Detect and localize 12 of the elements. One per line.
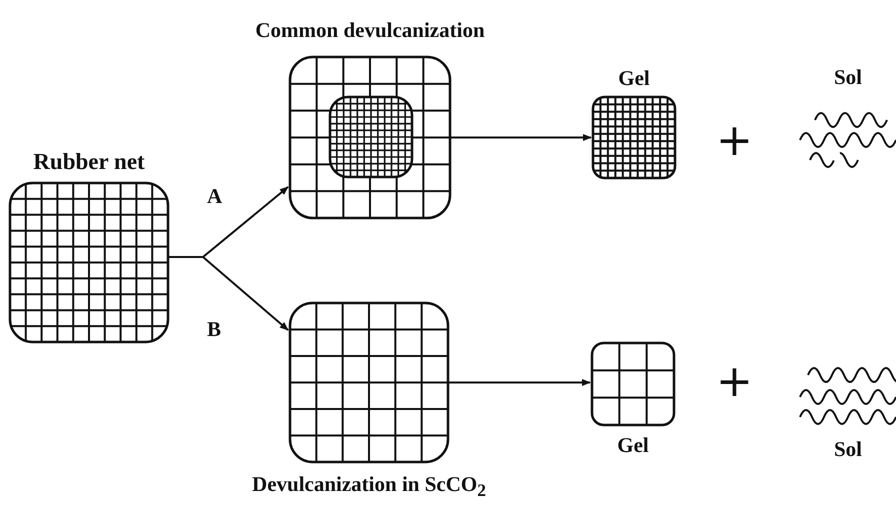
node-heading: Gel <box>617 433 649 458</box>
plus-sign: + <box>716 119 753 163</box>
arrow <box>448 378 591 386</box>
node-heading: Common devulcanization <box>255 18 485 43</box>
plus-sign: + <box>716 360 753 404</box>
node-heading: Gel <box>618 66 650 91</box>
arrow <box>450 134 592 142</box>
node-heading: Rubber net <box>33 149 145 175</box>
node-heading: Sol <box>834 437 862 462</box>
node-heading: Devulcanization in ScCO$_{2}$ <box>252 472 486 502</box>
node-heading: Sol <box>834 65 862 90</box>
arrow <box>168 256 289 331</box>
